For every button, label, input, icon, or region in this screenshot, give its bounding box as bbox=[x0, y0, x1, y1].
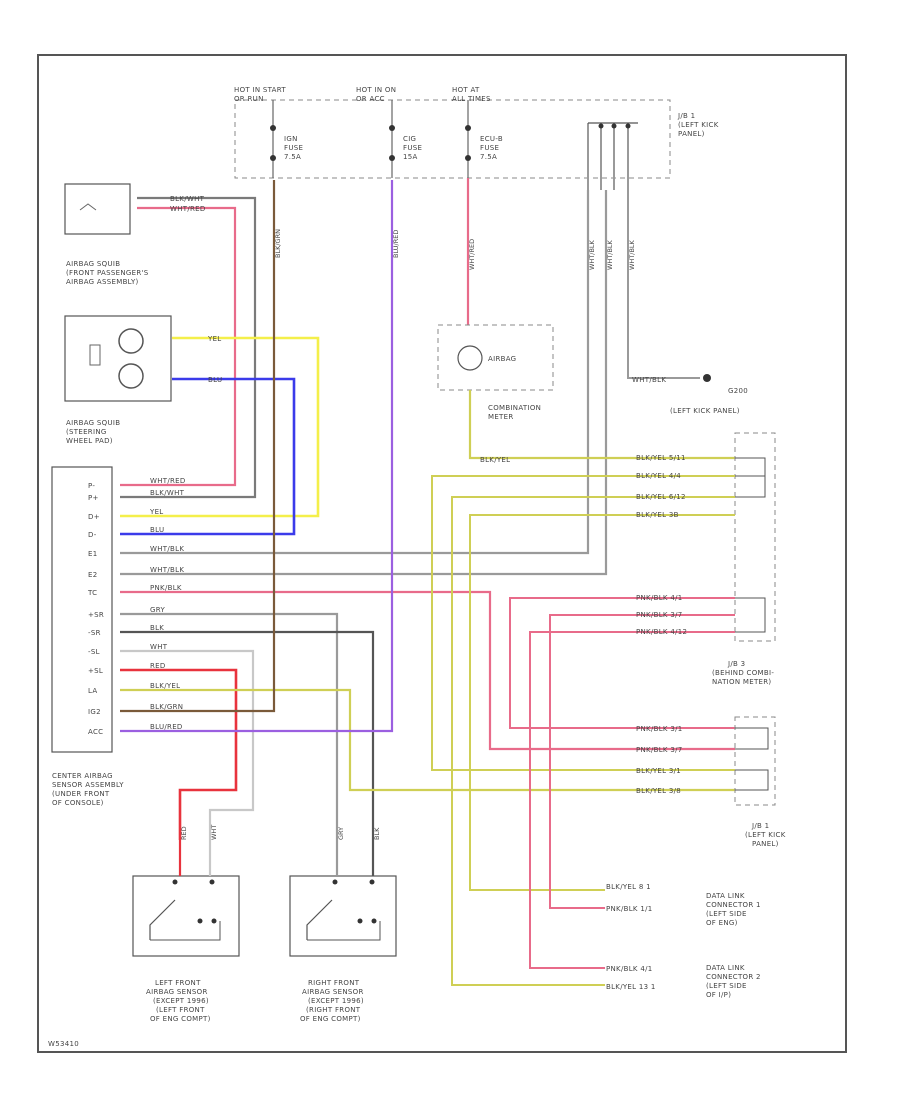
connector-wire-label: PNK/BLK 1/1 bbox=[606, 905, 653, 913]
connector-wire-label: PNK/BLK 3/1 bbox=[636, 725, 683, 733]
sensor-pin-label: IG2 bbox=[88, 708, 101, 716]
diagram-id: W53410 bbox=[48, 1040, 79, 1048]
sensor-pin-label: -SL bbox=[88, 648, 100, 656]
sensor-wire-label: WHT/BLK bbox=[150, 545, 184, 553]
svg-text:BLU/RED: BLU/RED bbox=[392, 230, 400, 258]
svg-text:WHT/BLK: WHT/BLK bbox=[588, 239, 596, 270]
sensor-pin-label: E2 bbox=[88, 571, 97, 579]
sensor-pin-label: P+ bbox=[88, 494, 99, 502]
svg-text:RED: RED bbox=[180, 826, 188, 840]
connector-wire-label: BLK/YEL 6/12 bbox=[636, 493, 686, 501]
sensor-wire-label: BLU bbox=[150, 526, 164, 534]
right-connector-wires bbox=[431, 475, 735, 986]
sensor-wire-label: BLK/WHT bbox=[150, 489, 185, 497]
sensor-wire-label: PNK/BLK bbox=[150, 584, 182, 592]
sensor-wire-label: YEL bbox=[149, 508, 164, 516]
jb1-connector-box bbox=[734, 432, 776, 642]
connector-wire-label: PNK/BLK 3/7 bbox=[636, 611, 683, 619]
connector-wire-label: PNK/BLK 4/1 bbox=[636, 594, 683, 602]
jb1-lower-box bbox=[734, 716, 776, 806]
squib-wire-label: BLK/WHT bbox=[170, 195, 205, 203]
svg-text:GRY: GRY bbox=[337, 827, 345, 840]
svg-text:BLK: BLK bbox=[373, 827, 381, 840]
sensor-pin-label: TC bbox=[87, 589, 97, 597]
sensor-pin-label: +SL bbox=[88, 667, 103, 675]
sensor-pin-label: D- bbox=[88, 531, 97, 539]
connector-wire-label: BLK/YEL 13 1 bbox=[606, 983, 656, 991]
sensor-pin-label: +SR bbox=[88, 611, 104, 619]
connector-wire-label: BLK/YEL 4/4 bbox=[636, 472, 681, 480]
squib-wire-label: YEL bbox=[207, 335, 222, 343]
sensor-wire-label: WHT/BLK bbox=[150, 566, 184, 574]
svg-text:WHT/BLK: WHT/BLK bbox=[628, 239, 636, 270]
sensor-pin-label: LA bbox=[88, 687, 97, 695]
svg-text:WHT/RED: WHT/RED bbox=[468, 239, 476, 270]
svg-text:WHT: WHT bbox=[210, 825, 218, 840]
sensor-wires bbox=[120, 180, 735, 840]
sensor-wire-label: GRY bbox=[150, 606, 165, 614]
sensor-wire-label: BLK/GRN bbox=[150, 703, 183, 711]
sensor-pin-label: -SR bbox=[88, 629, 101, 637]
sensor-pin-label: ACC bbox=[88, 728, 103, 736]
connector-wire-label: PNK/BLK 4/12 bbox=[636, 628, 687, 636]
fuse-box-outline bbox=[234, 99, 671, 179]
squib-wire-label: BLU bbox=[208, 376, 222, 384]
connector-wire-label: BLK/YEL 3/1 bbox=[636, 767, 681, 775]
vertical-wire-labels: BLK/GRN BLU/RED WHT/RED WHT/BLK WHT/BLK … bbox=[274, 229, 636, 270]
connector-wire-label: BLK/YEL 3/8 bbox=[636, 787, 681, 795]
svg-text:AIRBAG: AIRBAG bbox=[488, 355, 516, 363]
squib-wire-label: WHT/RED bbox=[170, 205, 206, 213]
connector-wire-label: PNK/BLK 4/1 bbox=[606, 965, 653, 973]
svg-text:WHT/BLK: WHT/BLK bbox=[632, 376, 666, 384]
svg-text:BLK/YEL: BLK/YEL bbox=[480, 456, 510, 464]
connector-wire-label: BLK/YEL 8 1 bbox=[606, 883, 651, 891]
sensor-wire-label: RED bbox=[150, 662, 166, 670]
sensor-pin-label: E1 bbox=[88, 550, 97, 558]
sensor-pin-label: D+ bbox=[88, 513, 100, 521]
svg-text:(LEFT KICK PANEL): (LEFT KICK PANEL) bbox=[670, 407, 740, 415]
sensor-pin-label: P- bbox=[88, 482, 95, 490]
connector-wire-label: BLK/YEL 5/11 bbox=[636, 454, 686, 462]
jb1-ground-wires bbox=[587, 123, 629, 190]
ground-point-g200 bbox=[703, 374, 711, 382]
sensor-wire-label: WHT bbox=[150, 643, 168, 651]
svg-text:BLK/GRN: BLK/GRN bbox=[274, 229, 282, 258]
sensor-wire-label: BLU/RED bbox=[150, 723, 183, 731]
svg-text:WHT/BLK: WHT/BLK bbox=[606, 239, 614, 270]
svg-text:G200: G200 bbox=[728, 387, 748, 395]
connector-wire-label: PNK/BLK 3/7 bbox=[636, 746, 683, 754]
jb3-label: J/B 3(BEHIND COMBI-NATION METER) bbox=[712, 660, 774, 686]
sensor-wire-label: WHT/RED bbox=[150, 477, 186, 485]
sensor-wire-label: BLK/YEL bbox=[150, 682, 180, 690]
sensor-wire-label: BLK bbox=[150, 624, 164, 632]
connector-wire-label: BLK/YEL 3B bbox=[636, 511, 679, 519]
diagram-frame bbox=[37, 54, 847, 1053]
